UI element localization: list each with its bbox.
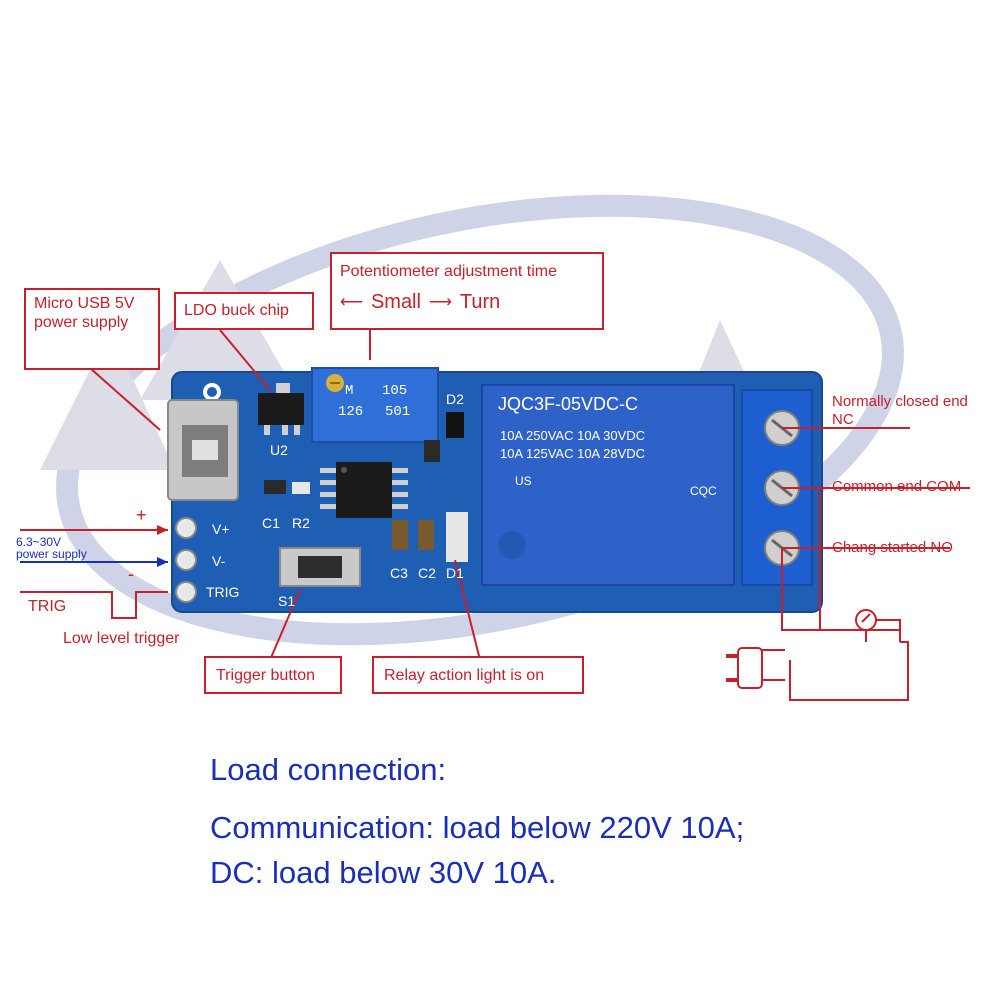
- micro-usb-port: [167, 399, 239, 501]
- potentiometer-direction-row: ⟵ Small ⟶ Turn: [340, 291, 594, 313]
- load-connection-heading: Load connection:: [210, 752, 447, 787]
- plug-icon: [726, 647, 763, 689]
- timer-ic: [320, 462, 408, 518]
- potentiometer-callout: Potentiometer adjustment time ⟵ Small ⟶ …: [330, 252, 604, 330]
- d1-label: D1: [446, 565, 464, 581]
- relay-rating-1: 10A 250VAC 10A 30VDC: [500, 428, 645, 443]
- com-label: Common end COM: [832, 478, 962, 495]
- power-supply-label: power supply: [16, 547, 87, 561]
- dc-load-text: DC: load below 30V 10A.: [210, 855, 557, 890]
- no-label: Chang started NO: [832, 539, 953, 556]
- voltage-label: 6.3~30V: [16, 535, 62, 549]
- relay-cqc-mark: CQC: [690, 484, 717, 498]
- c3-label: C3: [390, 565, 408, 581]
- pot-code-4: 501: [385, 404, 410, 420]
- u2-label: U2: [270, 442, 288, 458]
- pot-turn-label: Turn: [459, 291, 501, 313]
- relay-rating-2: 10A 125VAC 10A 28VDC: [500, 446, 645, 461]
- r2-label: R2: [292, 515, 310, 531]
- micro-usb-callout: Micro USB 5V power supply: [24, 288, 160, 370]
- header-pins: [175, 517, 197, 603]
- pot-markings: 105 M 126 501: [338, 383, 410, 420]
- pin-vplus-label: V+: [212, 521, 230, 537]
- ldo-callout: LDO buck chip: [174, 292, 314, 330]
- pot-small-label: Small: [370, 291, 421, 313]
- d2-label: D2: [446, 391, 464, 407]
- trigger-button-callout: Trigger button: [204, 656, 342, 694]
- pin-trig-label: TRIG: [206, 584, 239, 600]
- silkscreen-labels: V+ V- TRIG U2 C1 R2 C3 C2 D1 D2 S1: [206, 391, 464, 609]
- tact-switch: [279, 547, 361, 587]
- micro-usb-callout-text: Micro USB 5V power supply: [34, 295, 135, 331]
- plus-sign: +: [136, 505, 147, 525]
- nc-label: Normally closed end NC: [832, 393, 968, 428]
- right-arrow-icon: ⟶: [428, 294, 452, 311]
- relay-markings: JQC3F-05VDC-C 10A 250VAC 10A 30VDC 10A 1…: [498, 394, 717, 498]
- c2-label: C2: [418, 565, 436, 581]
- communication-load-text: Communication: load below 220V 10A;: [210, 810, 745, 845]
- low-trigger-label: Low level trigger: [63, 630, 180, 647]
- pot-code-2: M: [345, 383, 353, 399]
- load-wiring: [755, 487, 909, 701]
- pin-vminus-label: V-: [212, 553, 226, 569]
- ldo-chip: [258, 383, 304, 435]
- lamp-icon: [855, 609, 877, 631]
- ldo-callout-text: LDO buck chip: [184, 302, 289, 319]
- trigger-pulse-line: [20, 591, 168, 619]
- s1-label: S1: [278, 593, 295, 609]
- pot-code-1: 105: [382, 383, 407, 399]
- potentiometer: [311, 367, 439, 443]
- potentiometer-callout-title: Potentiometer adjustment time: [340, 263, 557, 280]
- relay-light-callout-text: Relay action light is on: [384, 667, 545, 684]
- smd-components: [264, 440, 468, 562]
- power-arrows: [20, 525, 168, 567]
- relay-model: JQC3F-05VDC-C: [498, 394, 638, 414]
- pot-code-3: 126: [338, 404, 363, 420]
- trig-label: TRIG: [28, 598, 67, 615]
- d2-component: [446, 412, 464, 438]
- left-arrow-icon: ⟵: [340, 294, 363, 311]
- trigger-button-callout-text: Trigger button: [216, 667, 316, 684]
- relay-light-callout: Relay action light is on: [372, 656, 584, 694]
- minus-sign: -: [128, 564, 134, 584]
- c1-label: C1: [262, 515, 280, 531]
- relay-us-mark: US: [515, 474, 532, 488]
- relay: [481, 384, 735, 586]
